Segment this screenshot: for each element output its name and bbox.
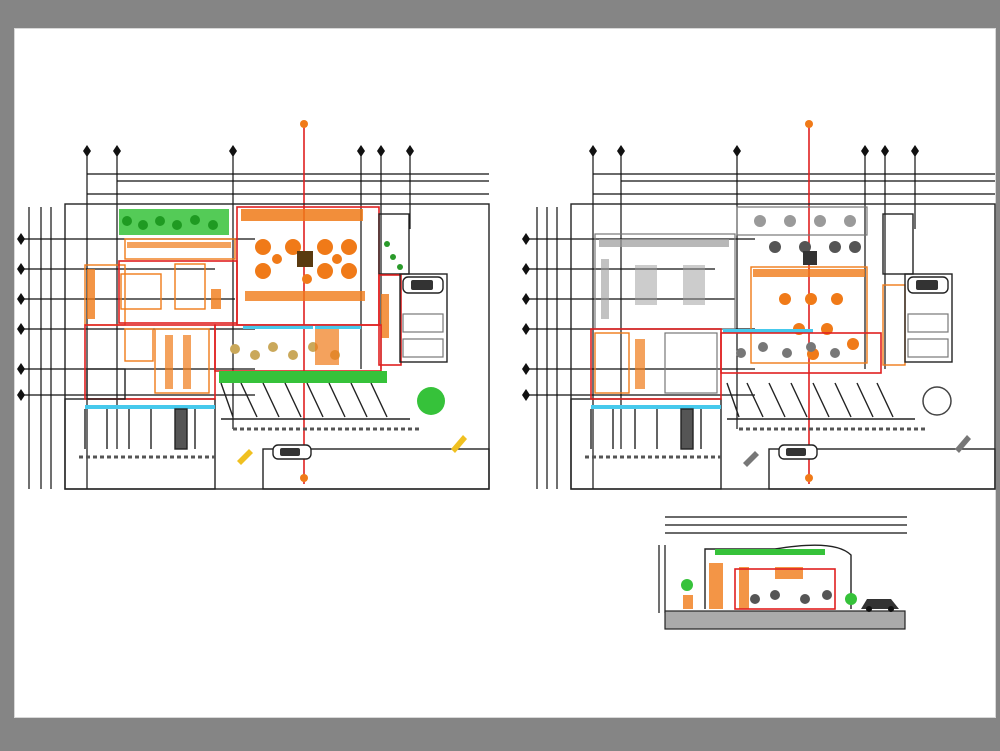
- north-arrow-icon: [955, 435, 971, 453]
- kitchen-room-grey: [594, 233, 736, 330]
- services-block: [84, 324, 216, 400]
- grid-markers-top-left: [83, 145, 489, 489]
- north-arrow-icon: [451, 435, 467, 453]
- cad-drawing: [17, 120, 996, 630]
- car-icon: [861, 599, 899, 612]
- dining-hall-grey-plan: [750, 266, 868, 364]
- car-icon: [402, 276, 444, 294]
- tree-icon: [417, 387, 445, 415]
- car-icon: [907, 276, 949, 294]
- building-section: [658, 516, 907, 630]
- car-icon: [778, 444, 818, 460]
- grid-marker-icon: [300, 120, 308, 128]
- parking-bay-right: [399, 273, 448, 363]
- grid-markers-left-left: [17, 207, 255, 489]
- car-icon: [272, 444, 312, 460]
- street-edge: [262, 448, 490, 490]
- hedge-strip: [219, 371, 387, 383]
- grid-markers-top-right: [589, 145, 995, 489]
- left-floor-plan: [17, 120, 490, 490]
- kitchen-counter: [124, 238, 236, 260]
- tree-icon: [922, 386, 952, 416]
- angled-parking: [220, 382, 410, 420]
- table-set-icon: [255, 239, 357, 284]
- ground-slab: [664, 610, 906, 630]
- bar-column: [297, 251, 313, 267]
- grid-marker-icon: [300, 474, 308, 482]
- drawing-sheet: [14, 28, 996, 718]
- right-floor-plan: [522, 120, 996, 490]
- lounge-area: [214, 324, 382, 372]
